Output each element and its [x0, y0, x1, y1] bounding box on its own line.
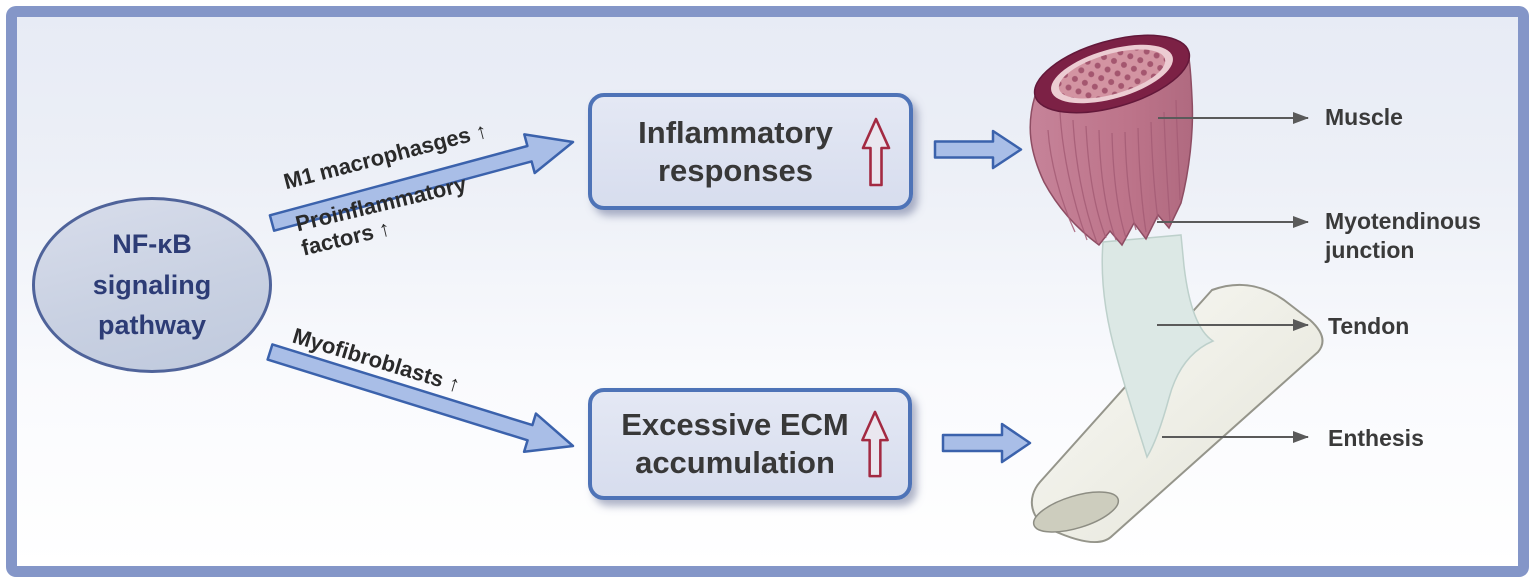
inflammatory-line1: Inflammatory: [638, 114, 833, 150]
nfkb-node-line3: pathway: [97, 310, 207, 341]
nfkb-pathway-node: NF-κB signaling pathway: [32, 197, 272, 373]
tendon-illustration: [1101, 234, 1215, 459]
muscle-illustration: [1029, 34, 1194, 247]
nfkb-node-line1: NF-κB: [112, 229, 192, 260]
nfkb-node-line2: signaling: [92, 269, 212, 300]
excessive-ecm-text: Excessive ECM accumulation: [621, 406, 878, 482]
bone-illustration: [1031, 283, 1324, 543]
muscle-label: Muscle: [1325, 104, 1403, 130]
muscle-striations: [1047, 99, 1181, 244]
inflammatory-line2: responses: [657, 152, 814, 188]
increase-arrow-icon: [861, 410, 889, 478]
mtj-label-line1: Myotendinous: [1325, 208, 1481, 234]
ecm-line1: Excessive ECM: [621, 407, 849, 443]
increase-arrow-icon: [861, 117, 891, 186]
mtj-label-line2: junction: [1325, 237, 1415, 264]
excessive-ecm-box: Excessive ECM accumulation: [588, 388, 912, 500]
tendon-label: Tendon: [1328, 313, 1410, 339]
inflammatory-responses-text: Inflammatory responses: [638, 114, 863, 190]
bone-end-cap: [1032, 491, 1120, 533]
ecm-line2: accumulation: [635, 445, 835, 480]
muscle-cross-section: [1033, 34, 1191, 114]
flow-arrow-top-diagonal: [268, 133, 575, 232]
inflammatory-responses-box: Inflammatory responses: [588, 93, 913, 210]
flow-arrow-top-horizontal: [933, 129, 1023, 170]
myotendinous-junction-label: Myotendinous junction: [1325, 207, 1481, 266]
flow-arrow-bottom-diagonal: [266, 343, 575, 454]
flow-arrow-bottom-horizontal: [941, 422, 1032, 464]
enthesis-label: Enthesis: [1328, 425, 1424, 451]
